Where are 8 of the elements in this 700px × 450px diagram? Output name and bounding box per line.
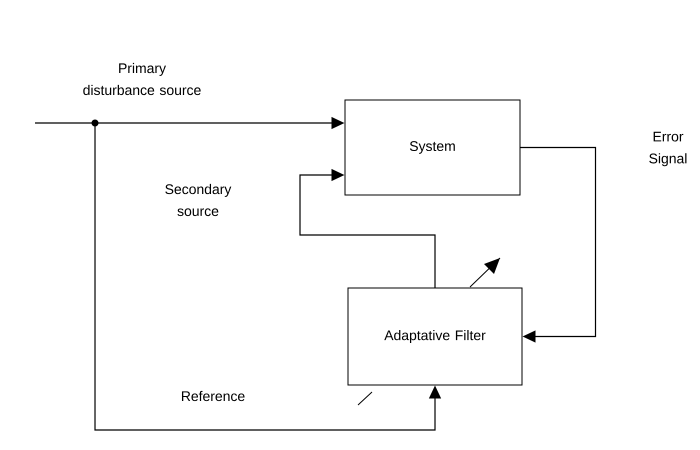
edge-label: Primary disturbance source <box>83 62 201 96</box>
edge-label: Secondary source <box>165 184 232 216</box>
edge-label: Reference <box>182 390 245 402</box>
process-box: System <box>344 100 520 196</box>
edge-label: Error Signal <box>649 132 686 166</box>
arrow <box>299 168 436 288</box>
filter-box: Adaptative Filter <box>348 288 522 386</box>
arrow <box>520 146 596 343</box>
